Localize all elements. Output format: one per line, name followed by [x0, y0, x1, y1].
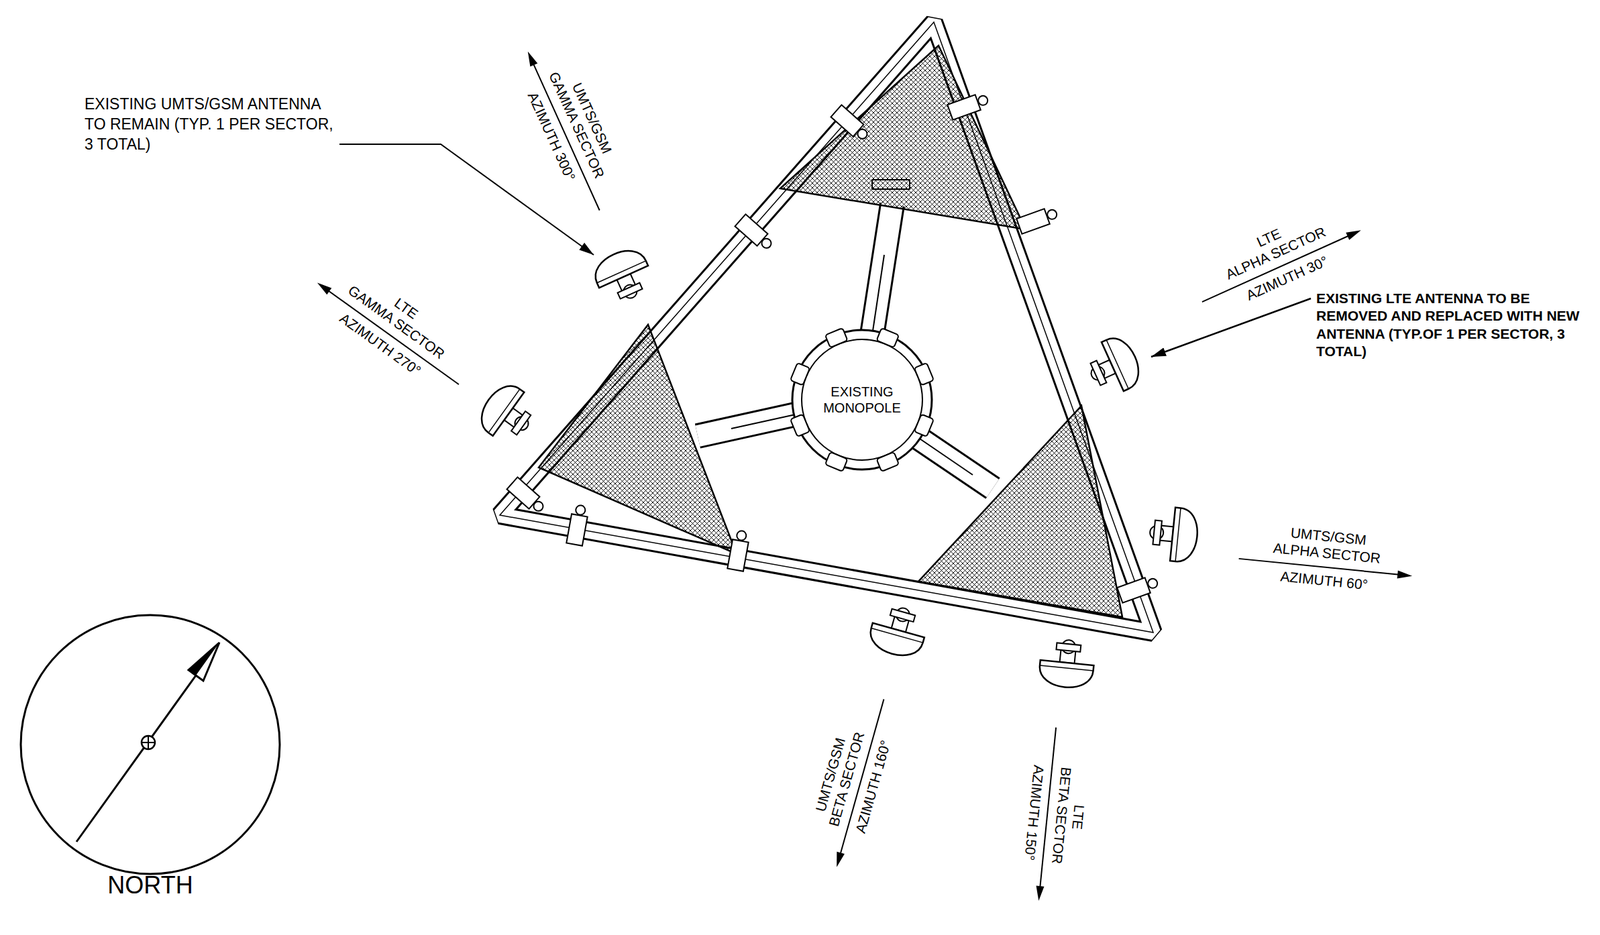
callout-note: EXISTING UMTS/GSM ANTENNA TO REMAIN (TYP… — [84, 93, 335, 155]
platform-frame — [499, 22, 1154, 633]
callout-note: EXISTING LTE ANTENNA TO BE REMOVED AND R… — [1316, 289, 1592, 361]
azimuth-value: AZIMUTH 60° — [1236, 563, 1412, 598]
sector-label: UMTS/GSMBETA SECTORAZIMUTH 160° — [798, 688, 905, 874]
support-arm — [697, 179, 993, 489]
grating-panel — [538, 45, 1123, 618]
azimuth-value: AZIMUTH 150° — [1017, 725, 1051, 901]
leader-line — [1151, 298, 1311, 357]
monopole-outline — [784, 322, 940, 478]
sector-label: UMTS/GSMGAMMA SECTORAZIMUTH 300° — [507, 35, 635, 220]
north-arrow — [20, 615, 280, 875]
north-label: NORTH — [107, 871, 193, 900]
sector-label: LTEGAMMA SECTORAZIMUTH 270° — [304, 250, 482, 402]
sector-label: UMTS/GSMALPHA SECTORAZIMUTH 60° — [1236, 519, 1417, 598]
monopole-label: EXISTING MONOPOLE — [815, 383, 910, 416]
monopole-node: EXISTING MONOPOLE — [784, 322, 940, 478]
sector-arrow — [314, 278, 463, 390]
panel-antenna — [472, 243, 1200, 691]
sector-label: LTEBETA SECTORAZIMUTH 150° — [1017, 725, 1095, 905]
